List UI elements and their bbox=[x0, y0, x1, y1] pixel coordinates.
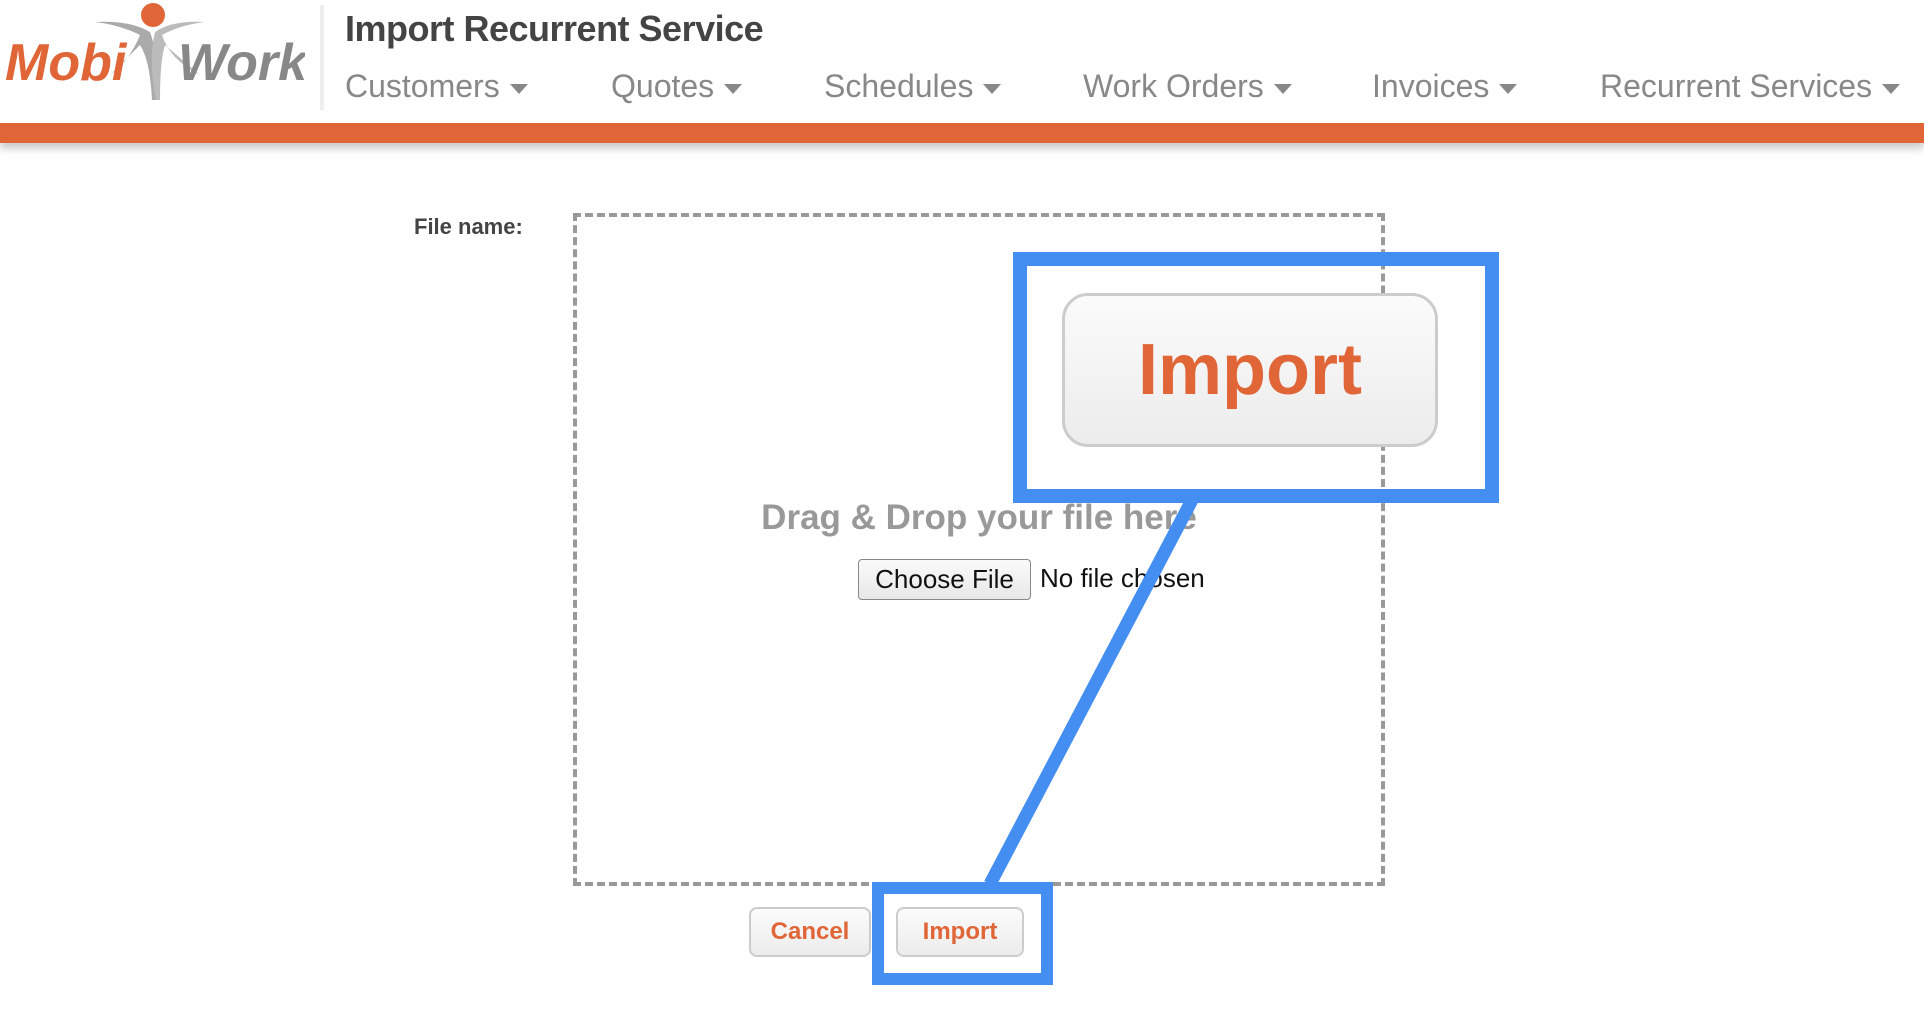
nav-work-orders[interactable]: Work Orders bbox=[1083, 68, 1292, 105]
drop-instructions: Drag & Drop your file here bbox=[761, 498, 1197, 537]
import-highlight-box bbox=[872, 882, 1053, 985]
nav-label: Quotes bbox=[611, 68, 715, 104]
nav-recurrent-services[interactable]: Recurrent Services bbox=[1600, 68, 1901, 105]
caret-down-icon bbox=[724, 83, 743, 94]
page-title: Import Recurrent Service bbox=[345, 8, 764, 49]
choose-file-button[interactable]: Choose File bbox=[858, 559, 1031, 600]
cancel-button[interactable]: Cancel bbox=[749, 907, 871, 957]
import-button[interactable]: Import bbox=[896, 907, 1024, 957]
svg-text:Work: Work bbox=[178, 34, 305, 92]
callout-import-button-magnified: Import bbox=[1062, 293, 1438, 447]
callout-zoom-box bbox=[1013, 252, 1499, 503]
header-divider bbox=[320, 5, 324, 110]
header-accent-bar bbox=[0, 123, 1924, 143]
nav-customers[interactable]: Customers bbox=[345, 68, 528, 105]
nav-label: Work Orders bbox=[1083, 68, 1264, 104]
caret-down-icon bbox=[1273, 83, 1292, 94]
nav-label: Customers bbox=[345, 68, 500, 104]
caret-down-icon bbox=[1882, 83, 1901, 94]
mobiwork-logo[interactable]: Mobi Work bbox=[0, 0, 310, 110]
nav-schedules[interactable]: Schedules bbox=[824, 68, 1002, 105]
caret-down-icon bbox=[509, 83, 528, 94]
nav-label: Invoices bbox=[1372, 68, 1490, 104]
nav-invoices[interactable]: Invoices bbox=[1372, 68, 1518, 105]
caret-down-icon bbox=[983, 83, 1002, 94]
file-name-label: File name: bbox=[414, 214, 523, 239]
nav-label: Schedules bbox=[824, 68, 974, 104]
caret-down-icon bbox=[1499, 83, 1518, 94]
nav-quotes[interactable]: Quotes bbox=[611, 68, 743, 105]
file-status-text: No file chosen bbox=[1040, 563, 1205, 593]
svg-text:Mobi: Mobi bbox=[5, 34, 128, 92]
nav-label: Recurrent Services bbox=[1600, 68, 1873, 104]
